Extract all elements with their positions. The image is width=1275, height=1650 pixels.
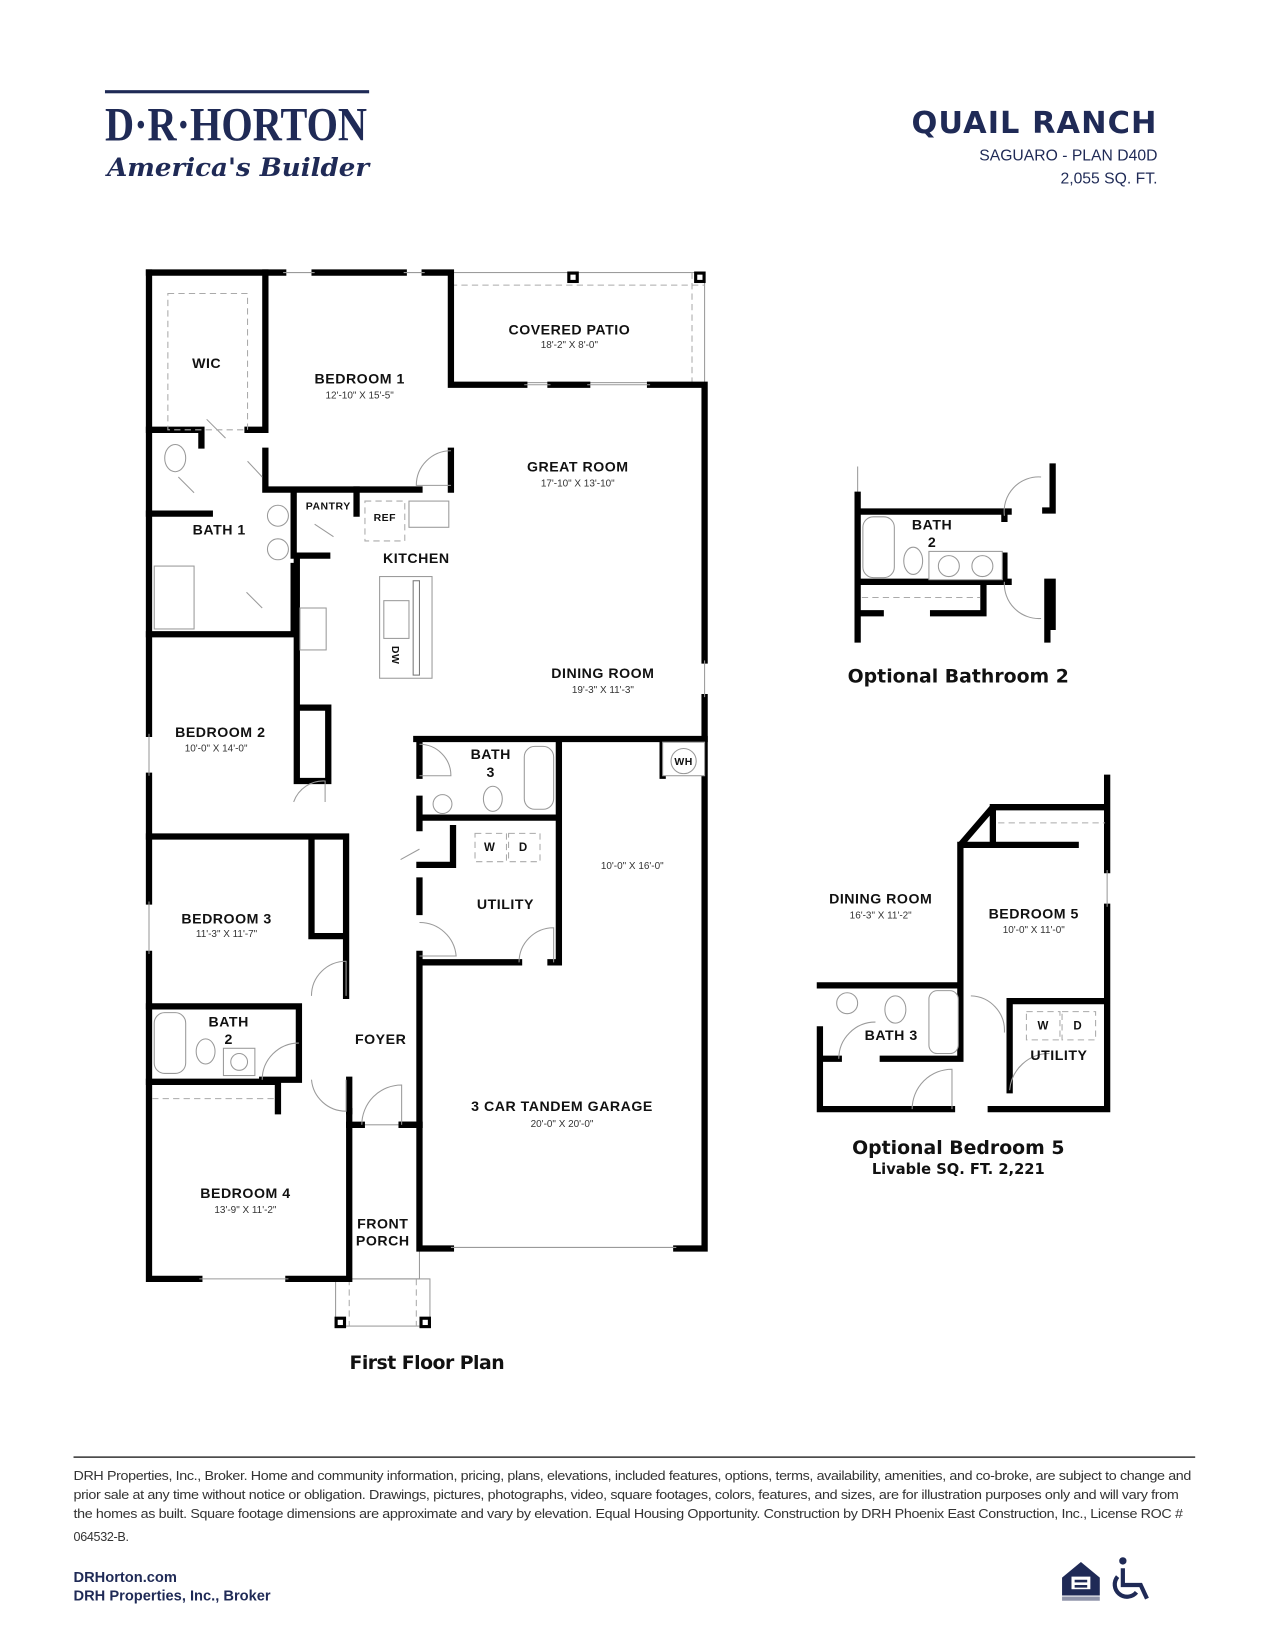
room-label-bath-2: BATH bbox=[209, 1013, 249, 1029]
opt-bedroom-5-dims: 10'-0" X 11'-0" bbox=[1003, 925, 1066, 936]
dishwasher-label: DW bbox=[389, 646, 400, 664]
water-heater-label: WH bbox=[674, 757, 693, 768]
room-dims-dining-room: 19'-3" X 11'-3" bbox=[572, 685, 635, 696]
opt-dining-room-dims: 16'-3" X 11'-2" bbox=[850, 910, 913, 921]
opt-utility-label: UTILITY bbox=[1030, 1047, 1087, 1063]
room-label-bedroom-1: BEDROOM 1 bbox=[315, 371, 405, 387]
room-label-bedroom-3: BEDROOM 3 bbox=[181, 911, 271, 927]
opt-dryer-label: D bbox=[1073, 1020, 1082, 1032]
room-label-porch: PORCH bbox=[356, 1232, 410, 1248]
room-label-pantry: PANTRY bbox=[306, 501, 351, 512]
room-label-bath-1: BATH 1 bbox=[193, 522, 246, 538]
opt-bath-3-label: BATH 3 bbox=[865, 1027, 918, 1043]
disclaimer-line-3: the homes as built. Square footage dimen… bbox=[74, 1507, 1183, 1521]
opt-washer-label: W bbox=[1037, 1020, 1048, 1032]
room-label-covered-patio: COVERED PATIO bbox=[508, 321, 630, 337]
optional-bedroom-5-caption: Optional Bedroom 5 bbox=[852, 1137, 1064, 1159]
room-dims-bedroom-2: 10'-0" X 14'-0" bbox=[185, 744, 248, 755]
opt-dining-room-label: DINING ROOM bbox=[829, 891, 932, 907]
optional-bathroom-2-plan: BATH 2 Optional Bathroom 2 bbox=[848, 463, 1069, 687]
room-label-wic: WIC bbox=[192, 355, 221, 371]
room-dims-bedroom-4: 13'-9" X 11'-2" bbox=[214, 1205, 277, 1216]
room-label-bedroom-4: BEDROOM 4 bbox=[200, 1185, 290, 1201]
room-dims-covered-patio: 18'-2" X 8'-0" bbox=[541, 340, 599, 351]
square-footage: 2,055 SQ. FT. bbox=[1060, 170, 1157, 187]
logo-tagline: America's Builder bbox=[105, 152, 371, 182]
room-dims-great-room: 17'-10" X 13'-10" bbox=[541, 478, 615, 489]
room-label-bedroom-2: BEDROOM 2 bbox=[175, 724, 265, 740]
plan-name: SAGUARO - PLAN D40D bbox=[979, 147, 1157, 164]
room-dims-bedroom-1: 12'-10" X 15'-5" bbox=[326, 390, 395, 401]
optional-bedroom-5-plan: DINING ROOM 16'-3" X 11'-2" BEDROOM 5 10… bbox=[816, 774, 1111, 1178]
equal-housing-icon bbox=[1062, 1561, 1100, 1601]
room-label-garage: 3 CAR TANDEM GARAGE bbox=[471, 1098, 653, 1114]
community-title: QUAIL RANCH bbox=[911, 106, 1157, 141]
room-dims-garage: 20'-0" X 20'-0" bbox=[531, 1119, 594, 1130]
washer-label: W bbox=[484, 842, 495, 854]
room-label-bath-3: BATH bbox=[471, 746, 511, 762]
room-label-foyer: FOYER bbox=[355, 1031, 406, 1047]
first-floor-caption: First Floor Plan bbox=[349, 1352, 504, 1374]
room-number-bath-3: 3 bbox=[487, 764, 495, 780]
website-link[interactable]: DRHorton.com bbox=[74, 1570, 177, 1586]
accessibility-icon bbox=[1112, 1557, 1149, 1600]
disclaimer-line-4: 064532-B. bbox=[74, 1530, 129, 1544]
room-label-kitchen: KITCHEN bbox=[383, 550, 450, 566]
logo: D·R·HORTON America's Builder bbox=[104, 90, 371, 182]
room-label-front: FRONT bbox=[357, 1216, 408, 1232]
opt-bedroom-5-label: BEDROOM 5 bbox=[989, 905, 1079, 921]
optional-bedroom-5-sqft: Livable SQ. FT. 2,221 bbox=[872, 1161, 1045, 1178]
room-label-utility: UTILITY bbox=[477, 896, 534, 912]
room-dims-bedroom-3: 11'-3" X 11'-7" bbox=[196, 929, 258, 940]
opt-bath2-label: BATH bbox=[912, 516, 952, 532]
room-dims-garage-extension: 10'-0" X 16'-0" bbox=[601, 861, 664, 872]
room-label-great-room: GREAT ROOM bbox=[527, 459, 629, 475]
broker-name: DRH Properties, Inc., Broker bbox=[74, 1589, 271, 1605]
disclaimer-line-2: prior sale at any time without notice or… bbox=[74, 1488, 1179, 1502]
room-label-dining-room: DINING ROOM bbox=[551, 665, 654, 681]
dryer-label: D bbox=[519, 842, 528, 854]
opt-bath2-number: 2 bbox=[928, 534, 936, 550]
room-number-bath-2: 2 bbox=[224, 1031, 232, 1047]
logo-text: D·R·HORTON bbox=[105, 99, 367, 151]
optional-bathroom-2-caption: Optional Bathroom 2 bbox=[848, 665, 1069, 687]
first-floor-plan: COVERED PATIO 18'-2" X 8'-0" WIC BEDROOM… bbox=[145, 269, 708, 1374]
disclaimer-line-1: DRH Properties, Inc., Broker. Home and c… bbox=[74, 1469, 1192, 1483]
ref-label: REF bbox=[374, 513, 397, 524]
